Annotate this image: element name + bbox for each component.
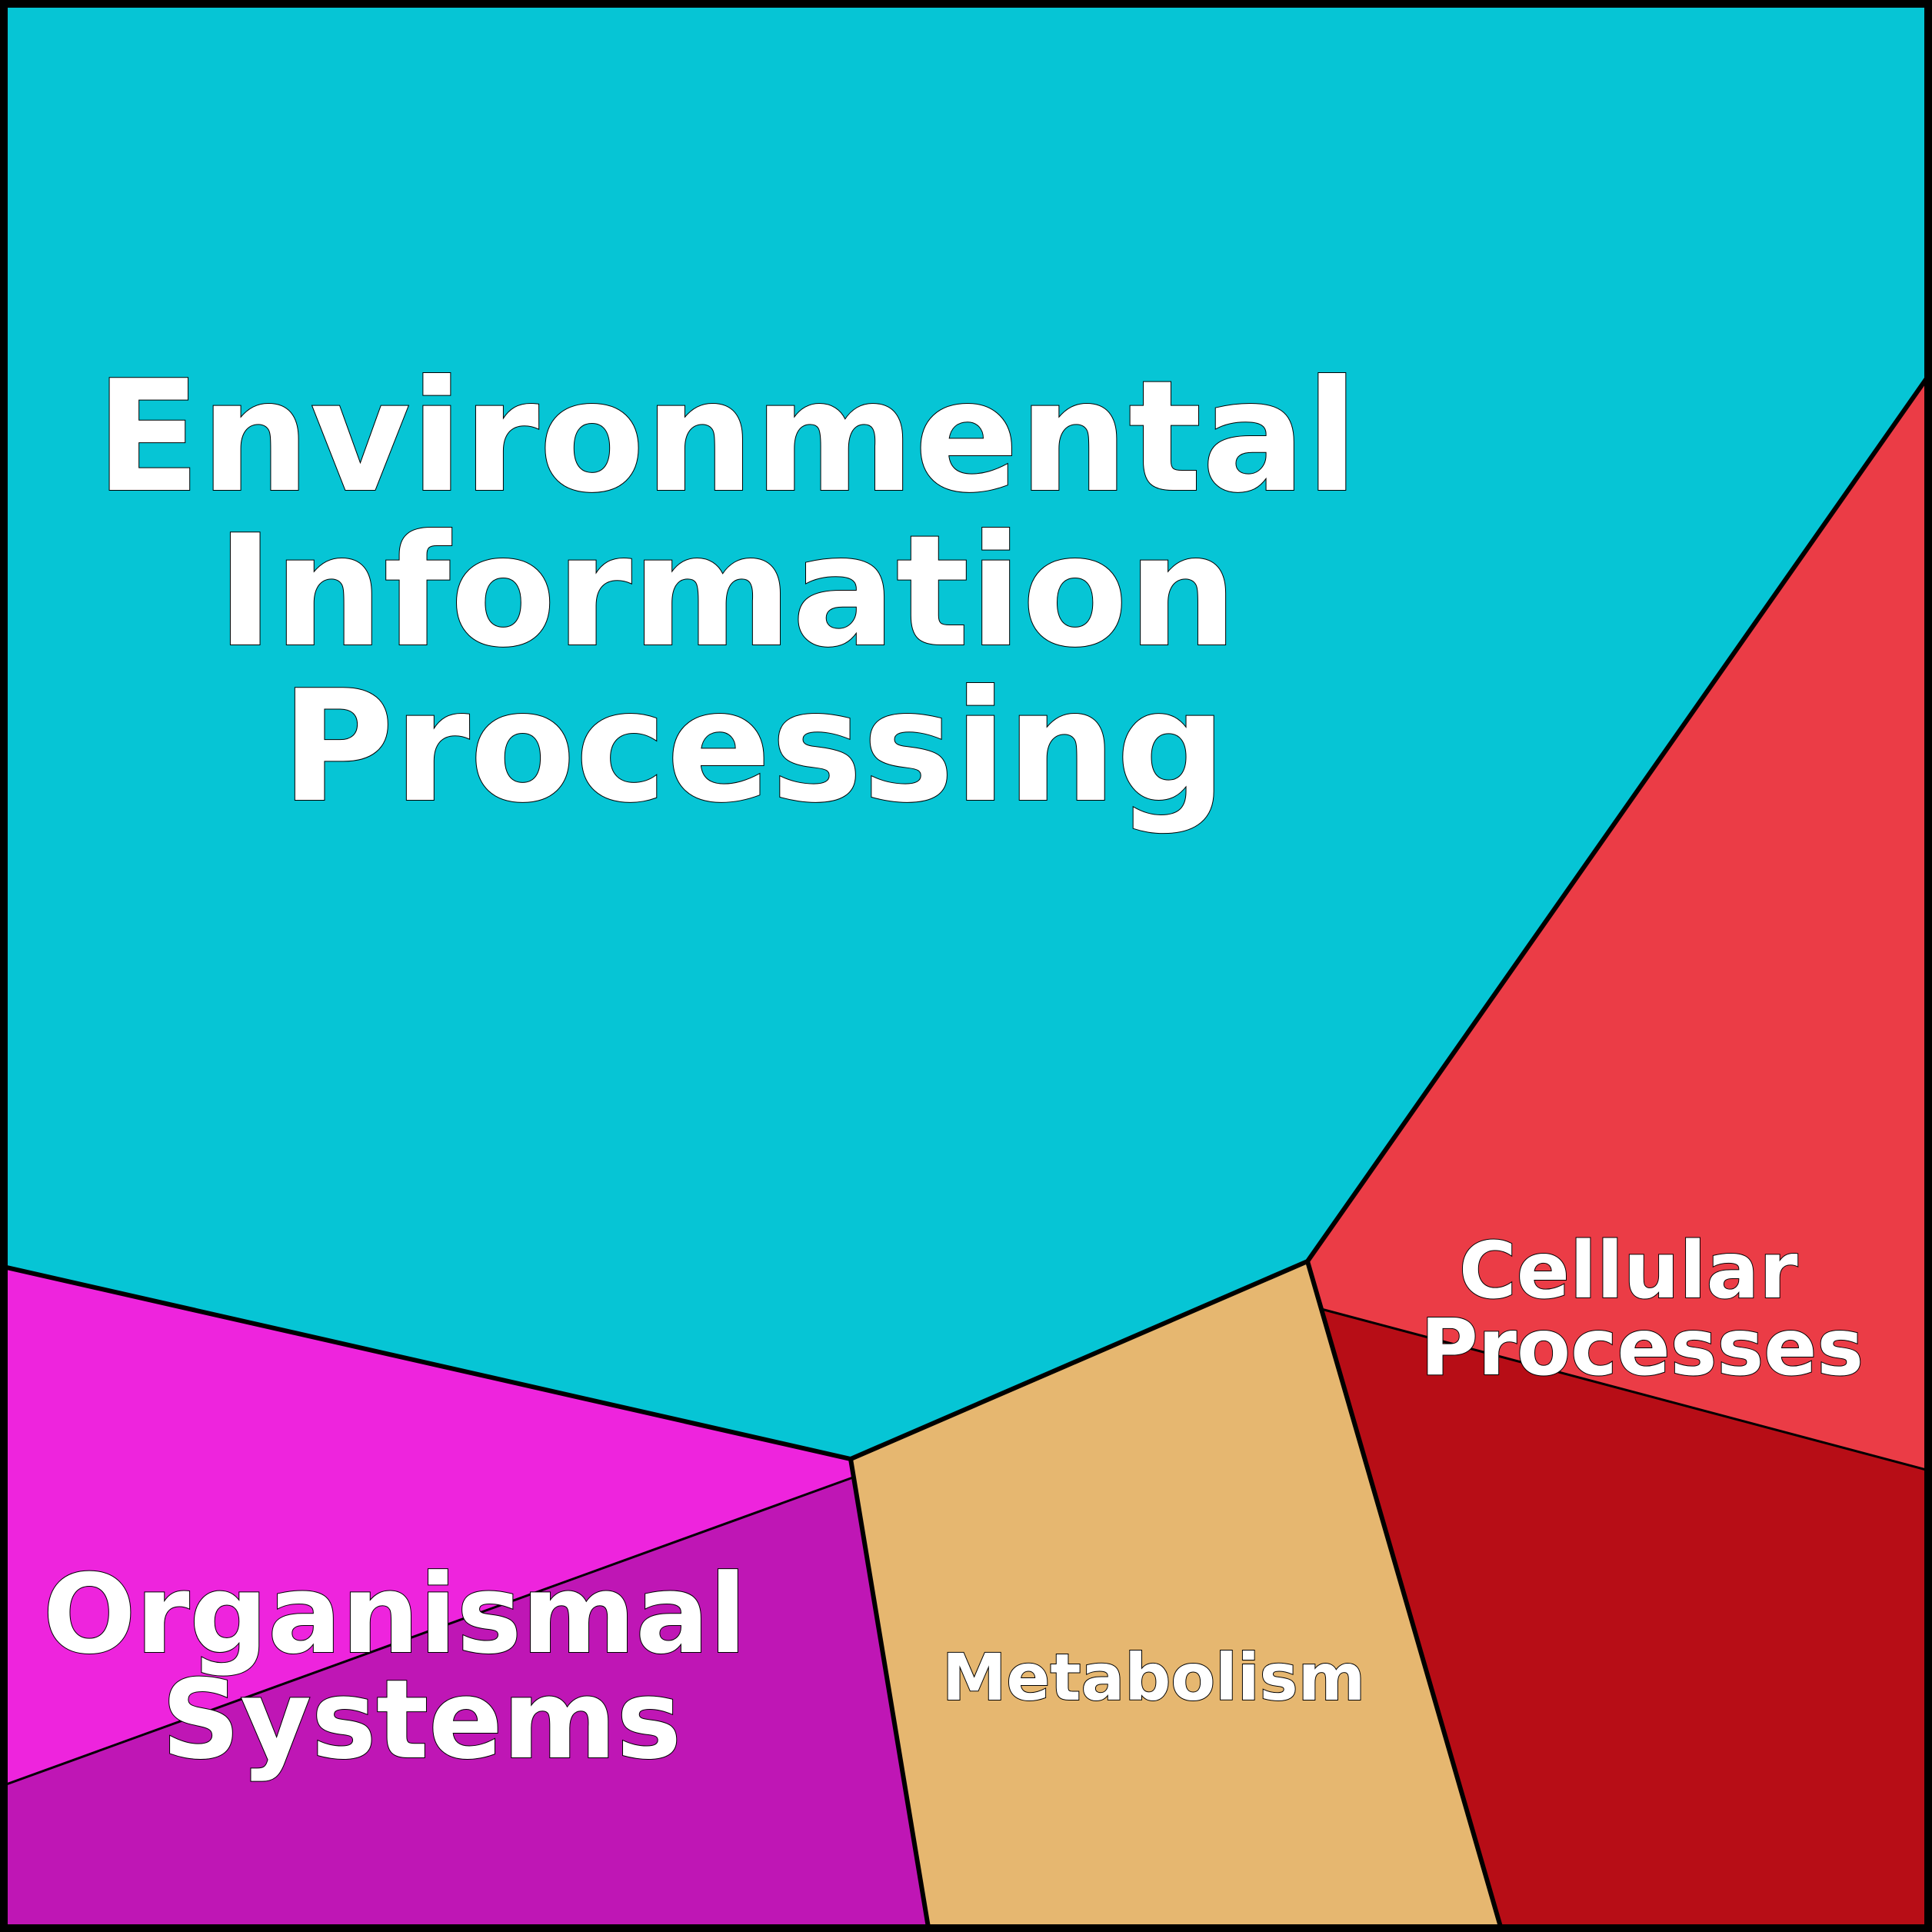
region-environmental-information-processing[interactable] (0, 0, 1932, 1459)
region-metabolism[interactable] (851, 1261, 1502, 1932)
region-border (848, 1458, 931, 1932)
label-line: Metabolism (942, 1640, 1365, 1715)
label-metabolism: Metabolism (942, 1640, 1365, 1715)
label-line: Processes (1421, 1302, 1864, 1394)
label-line: Systems (162, 1657, 681, 1784)
region-border (1305, 1261, 1504, 1932)
region-border (0, 369, 1932, 1462)
label-organismal-systems: Organismal Systems (43, 1551, 784, 1784)
label-line: Environmental (95, 348, 1358, 527)
subregion-divider (1321, 1307, 1932, 1473)
label-environmental-information-processing: Environmental Information Processing (95, 348, 1412, 837)
subregion-cellular-processes[interactable] (1321, 1309, 1932, 1932)
subregion-organismal-systems[interactable] (0, 1477, 929, 1932)
label-line: Processing (281, 658, 1226, 837)
label-cellular-processes: Cellular Processes (1421, 1225, 1864, 1394)
subregion-divider (0, 1476, 854, 1788)
label-line: Organismal (43, 1551, 747, 1678)
label-line: Cellular (1459, 1225, 1798, 1317)
label-line: Information (217, 502, 1237, 681)
